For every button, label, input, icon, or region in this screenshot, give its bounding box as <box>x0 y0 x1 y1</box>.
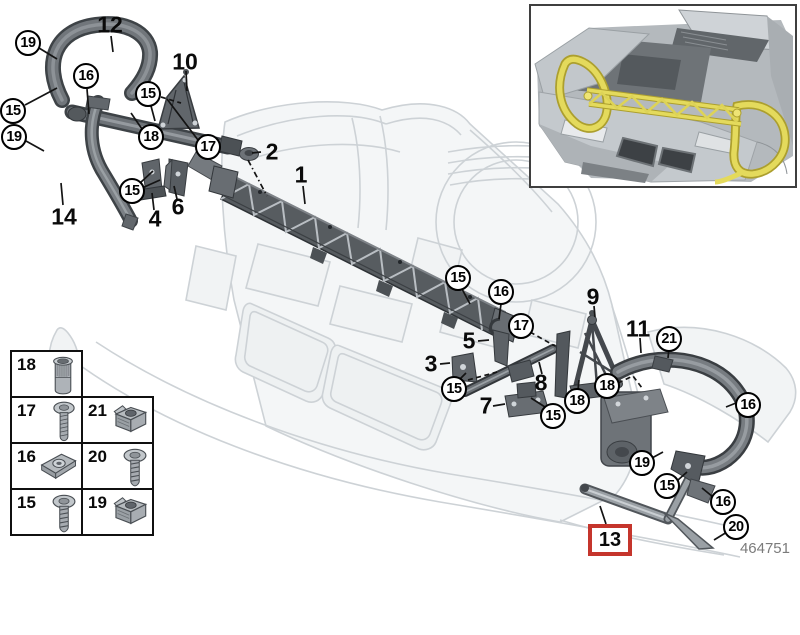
vehicle-location-inset <box>529 4 797 188</box>
fastener-number: 21 <box>88 401 107 420</box>
cage-nut-icon <box>111 401 149 437</box>
fastener-number: 18 <box>17 355 36 374</box>
callout-19[interactable]: 19 <box>15 30 41 56</box>
callout-15[interactable]: 15 <box>654 473 680 499</box>
part-label-9: 9 <box>586 283 600 310</box>
callout-17[interactable]: 17 <box>508 313 534 339</box>
part-13-lower-bracket <box>579 450 716 550</box>
part-8-strut <box>460 330 571 399</box>
fastener-number: 15 <box>17 493 36 512</box>
part-label-2: 2 <box>265 138 279 165</box>
callout-15[interactable]: 15 <box>540 403 566 429</box>
part-label-3: 3 <box>424 350 438 377</box>
part-label-10: 10 <box>172 48 198 75</box>
fastener-number: 16 <box>17 447 36 466</box>
part-label-5: 5 <box>462 327 476 354</box>
fastener-cell-20: 20 <box>81 442 154 490</box>
screw-icon <box>121 447 149 489</box>
cage-nut-icon <box>111 493 149 529</box>
callout-19[interactable]: 19 <box>1 124 27 150</box>
part-label-14: 14 <box>51 203 77 230</box>
callout-16[interactable]: 16 <box>73 63 99 89</box>
callout-20[interactable]: 20 <box>723 514 749 540</box>
fastener-cell-15: 15 <box>10 488 83 536</box>
highlighted-part-label[interactable]: 13 <box>588 524 632 556</box>
fastener-cell-18: 18 <box>10 350 83 398</box>
part-label-1: 1 <box>294 161 308 188</box>
screw-icon <box>50 401 78 443</box>
fastener-cell-17: 17 <box>10 396 83 444</box>
part-2-cap <box>239 147 259 161</box>
part-label-7: 7 <box>479 392 493 419</box>
clip-nut-icon <box>40 447 78 483</box>
part-10-bracket <box>157 69 200 130</box>
i8-front-inset-illustration <box>534 9 793 185</box>
callout-15[interactable]: 15 <box>135 81 161 107</box>
highlighted-part-number: 13 <box>598 528 622 551</box>
fastener-cell-19: 19 <box>81 488 154 536</box>
part-3-bracket <box>451 352 478 383</box>
fastener-number: 19 <box>88 493 107 512</box>
callout-18[interactable]: 18 <box>594 373 620 399</box>
callout-19[interactable]: 19 <box>629 450 655 476</box>
callout-15[interactable]: 15 <box>0 98 26 124</box>
callout-18[interactable]: 18 <box>564 388 590 414</box>
part-label-12: 12 <box>97 11 123 38</box>
fastener-cell-21: 21 <box>81 396 154 444</box>
fastener-cell-16: 16 <box>10 442 83 490</box>
part-6-bracket <box>163 158 189 197</box>
part-7-bracket <box>504 381 550 418</box>
callout-16[interactable]: 16 <box>710 489 736 515</box>
callout-15[interactable]: 15 <box>119 178 145 204</box>
part-14-side-rail <box>84 95 139 231</box>
ghost-bumper-outline <box>48 101 797 558</box>
part-label-4: 4 <box>148 205 162 232</box>
fastener-number: 20 <box>88 447 107 466</box>
diagram-number: 464751 <box>739 540 790 557</box>
callout-16[interactable]: 16 <box>488 279 514 305</box>
leader-lines <box>24 35 737 541</box>
screw-icon <box>50 493 78 535</box>
part-label-6: 6 <box>171 193 185 220</box>
callout-15[interactable]: 15 <box>441 376 467 402</box>
callout-18[interactable]: 18 <box>138 124 164 150</box>
fastener-number: 17 <box>17 401 36 420</box>
rivet-nut-icon <box>48 355 78 397</box>
callout-15[interactable]: 15 <box>445 265 471 291</box>
part-label-8: 8 <box>534 369 548 396</box>
callout-17[interactable]: 17 <box>195 134 221 160</box>
callout-16[interactable]: 16 <box>735 392 761 418</box>
callout-21[interactable]: 21 <box>656 326 682 352</box>
part-label-11: 11 <box>625 315 651 342</box>
